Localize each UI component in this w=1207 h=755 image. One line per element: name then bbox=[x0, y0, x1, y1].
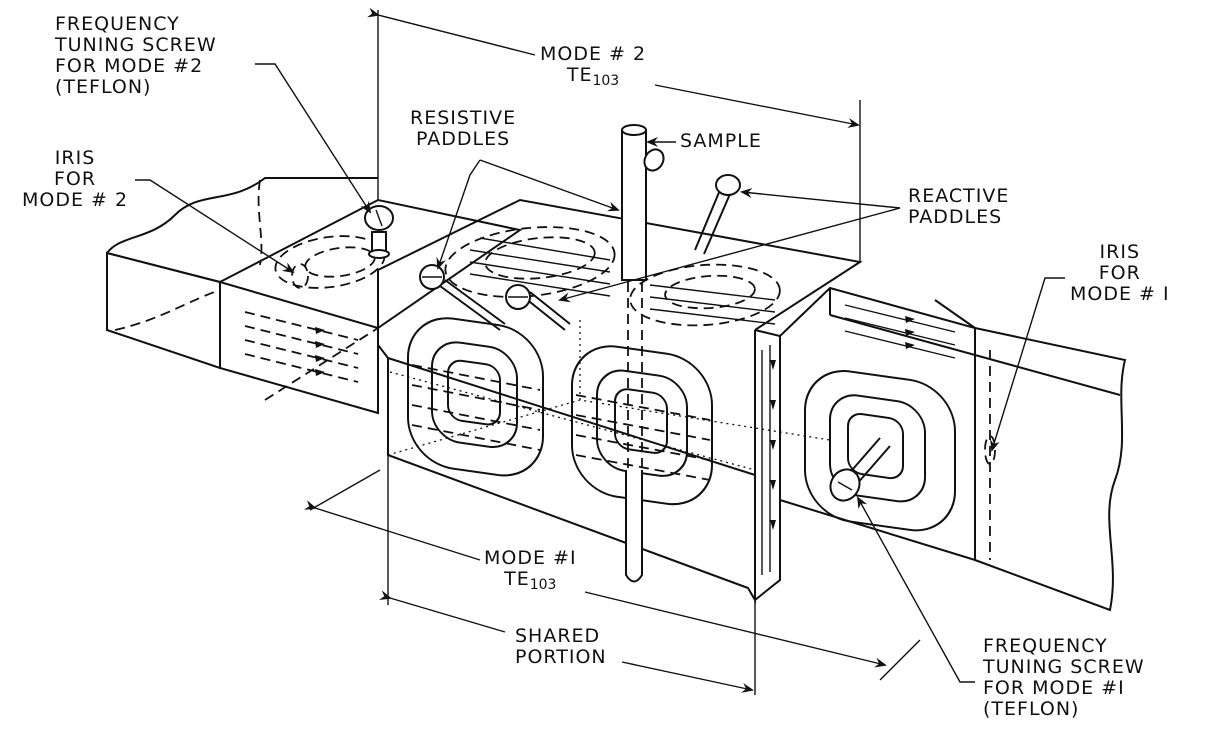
label-line: FREQUENCY bbox=[983, 635, 1108, 657]
label-line: MODE # I bbox=[1070, 283, 1170, 305]
leader-lines bbox=[135, 63, 1065, 683]
label-line: (TEFLON) bbox=[983, 698, 1080, 720]
te-subscript: 103 bbox=[592, 73, 620, 89]
label-line: SAMPLE bbox=[680, 130, 762, 152]
label-line: PORTION bbox=[515, 646, 607, 668]
corner-field-lines bbox=[761, 345, 776, 575]
te-text: TE bbox=[504, 568, 530, 590]
label-te: TE103 bbox=[484, 568, 577, 594]
label-line: FOR MODE #2 bbox=[55, 55, 204, 77]
label-line: IRIS bbox=[1099, 241, 1141, 263]
top-field-lines bbox=[444, 226, 781, 327]
reactive-paddle-icon bbox=[694, 174, 741, 255]
sample-tube-icon bbox=[621, 124, 647, 583]
te-subscript: 103 bbox=[529, 577, 557, 593]
sample-knob-icon bbox=[643, 148, 665, 172]
label-line: IRIS bbox=[54, 147, 96, 169]
label-line: PADDLES bbox=[908, 206, 1003, 228]
mode2-dimension bbox=[367, 7, 861, 262]
iris-mode2-icon bbox=[291, 263, 309, 289]
label-line: MODE # 2 bbox=[540, 43, 647, 65]
label-line: REACTIVE bbox=[908, 185, 1010, 207]
label-line: FREQUENCY bbox=[55, 13, 180, 35]
te-text: TE bbox=[566, 64, 593, 86]
label-line: MODE #I bbox=[484, 547, 577, 569]
label-line: TUNING SCREW bbox=[55, 34, 217, 56]
label-te: TE103 bbox=[540, 64, 646, 90]
mode2-section bbox=[219, 198, 523, 415]
label-line: RESISTIVE bbox=[410, 107, 517, 129]
label-sample: SAMPLE bbox=[680, 131, 762, 152]
shared-portion-dimension bbox=[378, 455, 756, 695]
label-line: (TEFLON) bbox=[55, 76, 152, 98]
label-line: FOR bbox=[53, 168, 97, 190]
label-line: TUNING SCREW bbox=[983, 656, 1145, 678]
resistive-paddle-1-icon bbox=[419, 264, 506, 331]
mode1-dimension bbox=[303, 469, 921, 681]
mode1-section bbox=[779, 286, 976, 562]
mode1-field-loops-left bbox=[407, 317, 544, 477]
right-waveguide bbox=[934, 299, 1127, 612]
tuning-screw-mode1-icon bbox=[829, 437, 891, 502]
label-line: SHARED bbox=[515, 625, 601, 647]
resistive-paddle-2-icon bbox=[505, 284, 571, 331]
label-line: FOR bbox=[1098, 262, 1141, 284]
tuning-screw-mode2-icon bbox=[364, 205, 394, 259]
label-line: FOR MODE #I bbox=[983, 677, 1125, 699]
shared-cavity bbox=[377, 198, 863, 604]
label-line: PADDLES bbox=[416, 128, 511, 150]
label-line: MODE # 2 bbox=[22, 189, 129, 211]
left-waveguide bbox=[106, 177, 378, 370]
